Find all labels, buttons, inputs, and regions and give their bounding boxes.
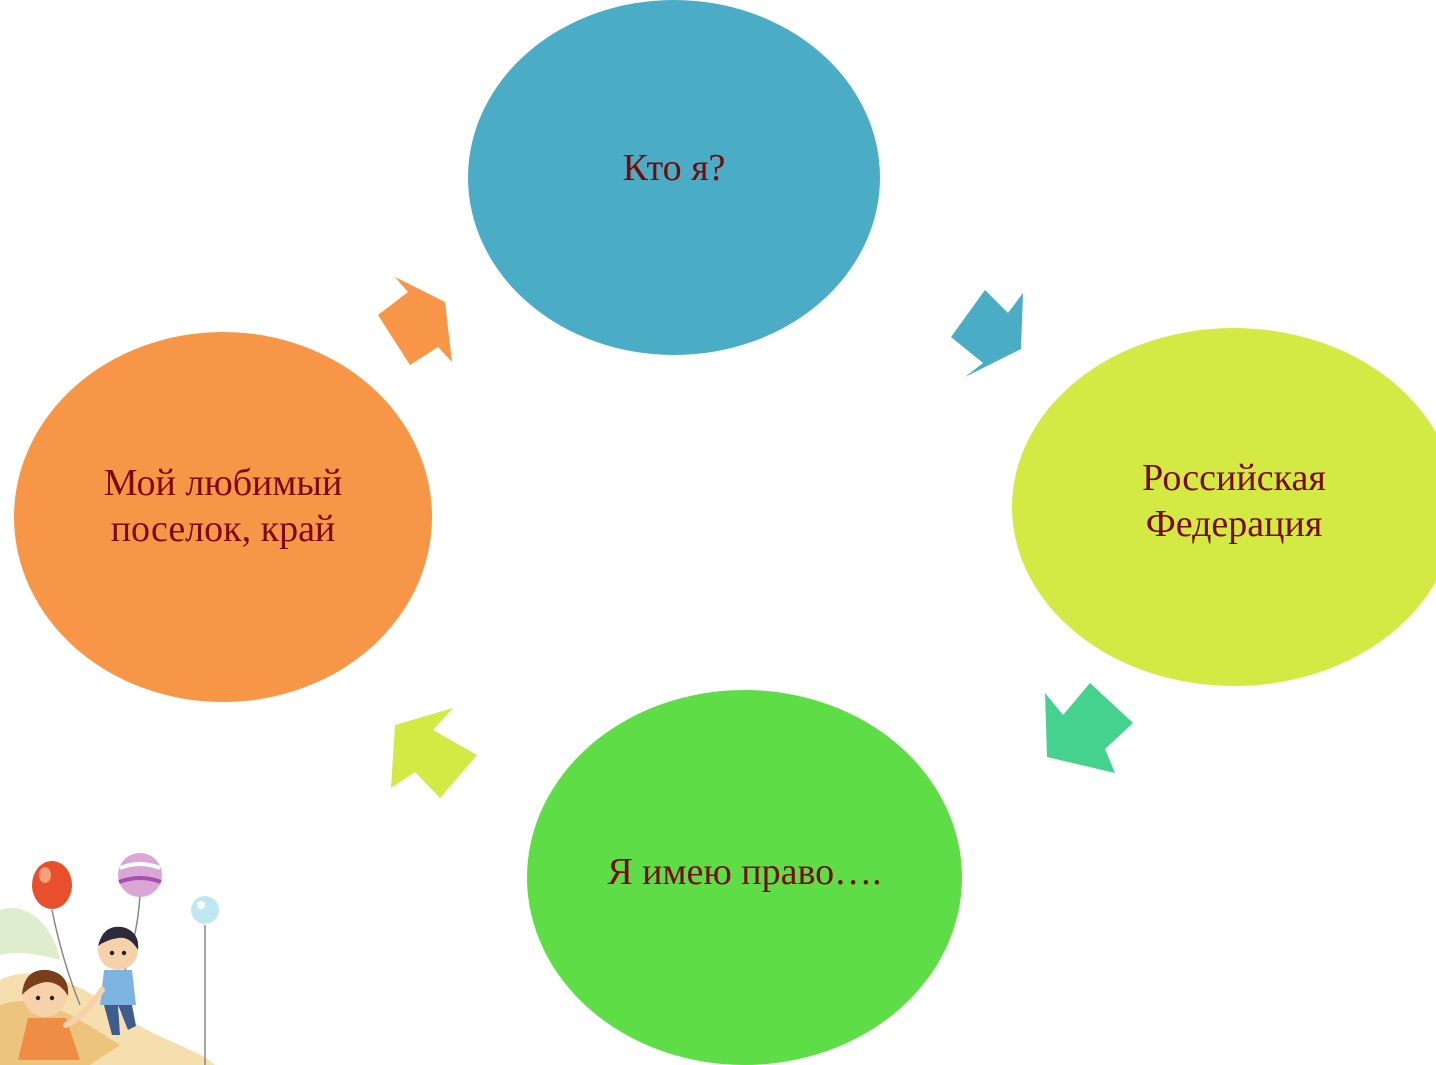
node-my-village: Мой любимый поселок, край <box>14 332 432 702</box>
node-label-who-am-i: Кто я? <box>622 146 726 189</box>
arrow-top-to-right <box>951 290 1023 377</box>
arrow-left-to-top <box>378 277 452 365</box>
children-balloons-illustration <box>0 853 219 1065</box>
node-label-my-village: Мой любимый поселок, край <box>103 462 343 550</box>
node-i-have-right: Я имею право…. <box>527 690 962 1065</box>
arrow-left-to-top-shape <box>378 277 452 365</box>
node-label-russian-federation: Российская Федерация <box>1142 457 1326 545</box>
node-who-am-i: Кто я? <box>468 0 880 355</box>
arrow-bottom-to-left <box>391 708 477 798</box>
arrow-top-to-right-shape <box>951 290 1023 377</box>
node-russian-federation: Российская Федерация <box>1012 328 1436 686</box>
node-label-i-have-right: Я имею право…. <box>607 850 882 893</box>
arrow-right-to-bottom-shape <box>1045 683 1133 773</box>
arrow-right-to-bottom <box>1045 683 1133 773</box>
arrow-bottom-to-left-shape <box>391 708 477 798</box>
